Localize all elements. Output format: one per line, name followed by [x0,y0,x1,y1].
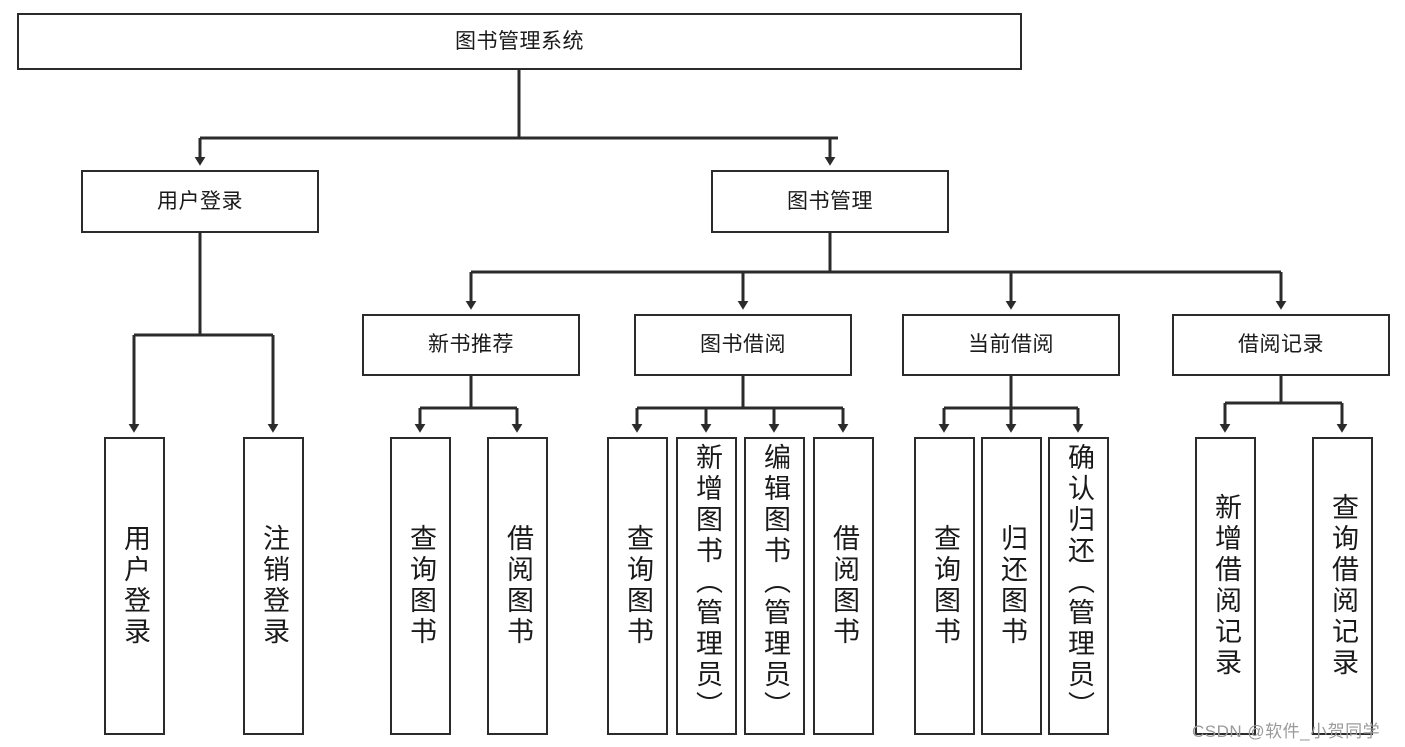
node-book-management-label: 图书管理 [787,189,873,213]
node-book-management[interactable]: 图书管理 [711,170,949,233]
leaf-query-book-current-label: 查询图书 [930,524,960,648]
leaf-borrow-book[interactable]: 借阅图书 [813,437,874,735]
leaf-return-book-label: 归还图书 [997,524,1027,648]
leaf-user-login-label: 用户登录 [120,524,150,648]
leaf-borrow-book-new-label: 借阅图书 [503,524,533,648]
leaf-add-borrow-record[interactable]: 新增借阅记录 [1195,437,1256,735]
leaf-borrow-book-new[interactable]: 借阅图书 [487,437,548,735]
node-current-borrow[interactable]: 当前借阅 [902,314,1120,376]
leaf-query-book-borrow[interactable]: 查询图书 [607,437,668,735]
leaf-add-borrow-record-label: 新增借阅记录 [1211,493,1241,679]
node-user-login-label: 用户登录 [157,189,243,213]
node-new-book-recommend[interactable]: 新书推荐 [362,314,580,376]
leaf-query-borrow-record-label: 查询借阅记录 [1328,493,1358,679]
leaf-confirm-return-admin[interactable]: 确认归还（管理员） [1048,437,1109,735]
node-book-borrow[interactable]: 图书借阅 [634,314,852,376]
leaf-logout-label: 注销登录 [259,524,289,648]
leaf-query-book-current[interactable]: 查询图书 [914,437,975,735]
leaf-edit-book-admin-label: 编辑图书（管理员） [760,443,790,722]
leaf-add-book-admin[interactable]: 新增图书（管理员） [676,437,737,735]
leaf-return-book[interactable]: 归还图书 [981,437,1042,735]
node-book-borrow-label: 图书借阅 [700,333,786,357]
leaf-confirm-return-admin-label: 确认归还（管理员） [1064,443,1094,722]
leaf-edit-book-admin[interactable]: 编辑图书（管理员） [744,437,805,735]
node-current-borrow-label: 当前借阅 [968,333,1054,357]
node-user-login[interactable]: 用户登录 [81,170,319,233]
leaf-query-book-borrow-label: 查询图书 [623,524,653,648]
node-borrow-records-label: 借阅记录 [1238,333,1324,357]
node-root-label: 图书管理系统 [455,29,584,53]
leaf-query-book-new[interactable]: 查询图书 [390,437,451,735]
csdn-watermark: CSDN @软件_小贺同学 [1192,722,1381,741]
leaf-borrow-book-label: 借阅图书 [829,524,859,648]
node-root[interactable]: 图书管理系统 [17,13,1022,70]
node-borrow-records[interactable]: 借阅记录 [1172,314,1390,376]
leaf-query-book-new-label: 查询图书 [406,524,436,648]
node-new-book-recommend-label: 新书推荐 [428,333,514,357]
leaf-user-login[interactable]: 用户登录 [104,437,165,735]
leaf-add-book-admin-label: 新增图书（管理员） [692,443,722,722]
leaf-logout[interactable]: 注销登录 [243,437,304,735]
leaf-query-borrow-record[interactable]: 查询借阅记录 [1312,437,1373,735]
